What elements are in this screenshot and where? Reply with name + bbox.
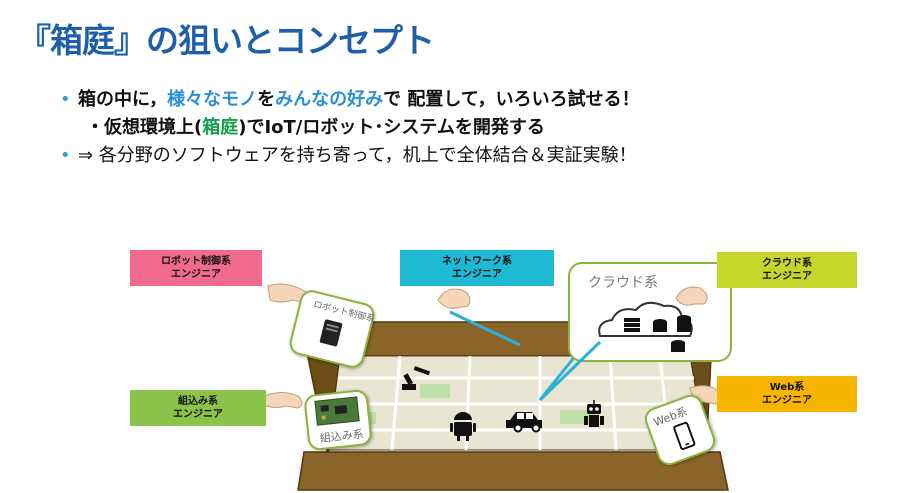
- cloud-panel-label: クラウド系: [588, 275, 658, 291]
- bullet-1-text-a: 箱の中に，: [78, 89, 168, 110]
- network-engineer-line1: ネットワーク系: [442, 256, 512, 267]
- bullet-2-text-b: )でIoT/ロボット･システムを開発する: [238, 117, 545, 138]
- embedded-engineer-label: 組込み系 エンジニア: [130, 390, 266, 426]
- smartphone-icon: [673, 421, 696, 451]
- cloud-engineer-label: クラウド系 エンジニア: [717, 252, 857, 288]
- embedded-engineer-line2: エンジニア: [173, 409, 223, 420]
- web-engineer-line2: エンジニア: [762, 395, 812, 406]
- robot-engineer-line1: ロボット制御系: [161, 256, 231, 267]
- web-engineer-line1: Web系: [769, 382, 805, 393]
- embedded-tile: 組込み系: [303, 388, 373, 452]
- robot-control-tile: ロボット制御系: [287, 287, 377, 371]
- page-title: 『箱庭』の狙いとコンセプト: [18, 21, 435, 60]
- bullet-1: • 箱の中に，様々なモノをみんなの好みで 配置して，いろいろ試せる！: [60, 86, 640, 114]
- embedded-tile-label: 組込み系: [319, 427, 365, 445]
- web-tile: Web系: [641, 391, 719, 469]
- robot-engineer-label: ロボット制御系 エンジニア: [130, 250, 262, 286]
- bullet-2: ・仮想環境上(箱庭)でIoT/ロボット･システムを開発する: [60, 114, 640, 142]
- car-icon: [506, 412, 542, 433]
- bullet-dot: •: [60, 145, 71, 166]
- cloud-database-icon: [653, 315, 691, 352]
- robot-engineer-line2: エンジニア: [171, 269, 221, 280]
- bullet-1-text-b: を: [257, 89, 276, 110]
- bullet-1-highlight-preference: みんなの好み: [275, 89, 384, 110]
- circuit-board-icon: [314, 396, 360, 426]
- network-cable: [449, 310, 521, 347]
- robot-arm-icon: [402, 366, 431, 390]
- embedded-engineer-line1: 組込み系: [178, 396, 218, 407]
- cloud-link-line: [538, 340, 602, 402]
- box-front-panel: [297, 451, 729, 491]
- bullet-dot: •: [60, 89, 71, 110]
- network-engineer-label: ネットワーク系 エンジニア: [400, 250, 554, 286]
- robot-icon: [584, 400, 604, 427]
- web-engineer-label: Web系 エンジニア: [717, 376, 857, 412]
- bullet-2-highlight-hakoniwa: 箱庭: [202, 117, 239, 138]
- bullet-1-highlight-things: 様々なモノ: [167, 89, 258, 110]
- bullet-1-text-c: で 配置して，いろいろ試せる！: [383, 89, 640, 110]
- controller-box-icon: [319, 319, 343, 347]
- bullet-2-text-a: ・仮想環境上(: [86, 117, 203, 138]
- cloud-engineer-line2: エンジニア: [762, 271, 812, 282]
- network-engineer-line2: エンジニア: [452, 269, 502, 280]
- bullet-3: • ⇒ 各分野のソフトウェアを持ち寄って，机上で全体結合＆実証実験！: [60, 142, 640, 170]
- cloud-server-icon: [624, 318, 640, 332]
- bullet-list: • 箱の中に，様々なモノをみんなの好みで 配置して，いろいろ試せる！ ・仮想環境…: [60, 86, 640, 170]
- android-icon: [450, 412, 476, 441]
- bullet-3-text: ⇒ 各分野のソフトウェアを持ち寄って，机上で全体結合＆実証実験！: [78, 145, 637, 166]
- hand-icon: [675, 286, 708, 306]
- cloud-engineer-line1: クラウド系: [762, 258, 812, 269]
